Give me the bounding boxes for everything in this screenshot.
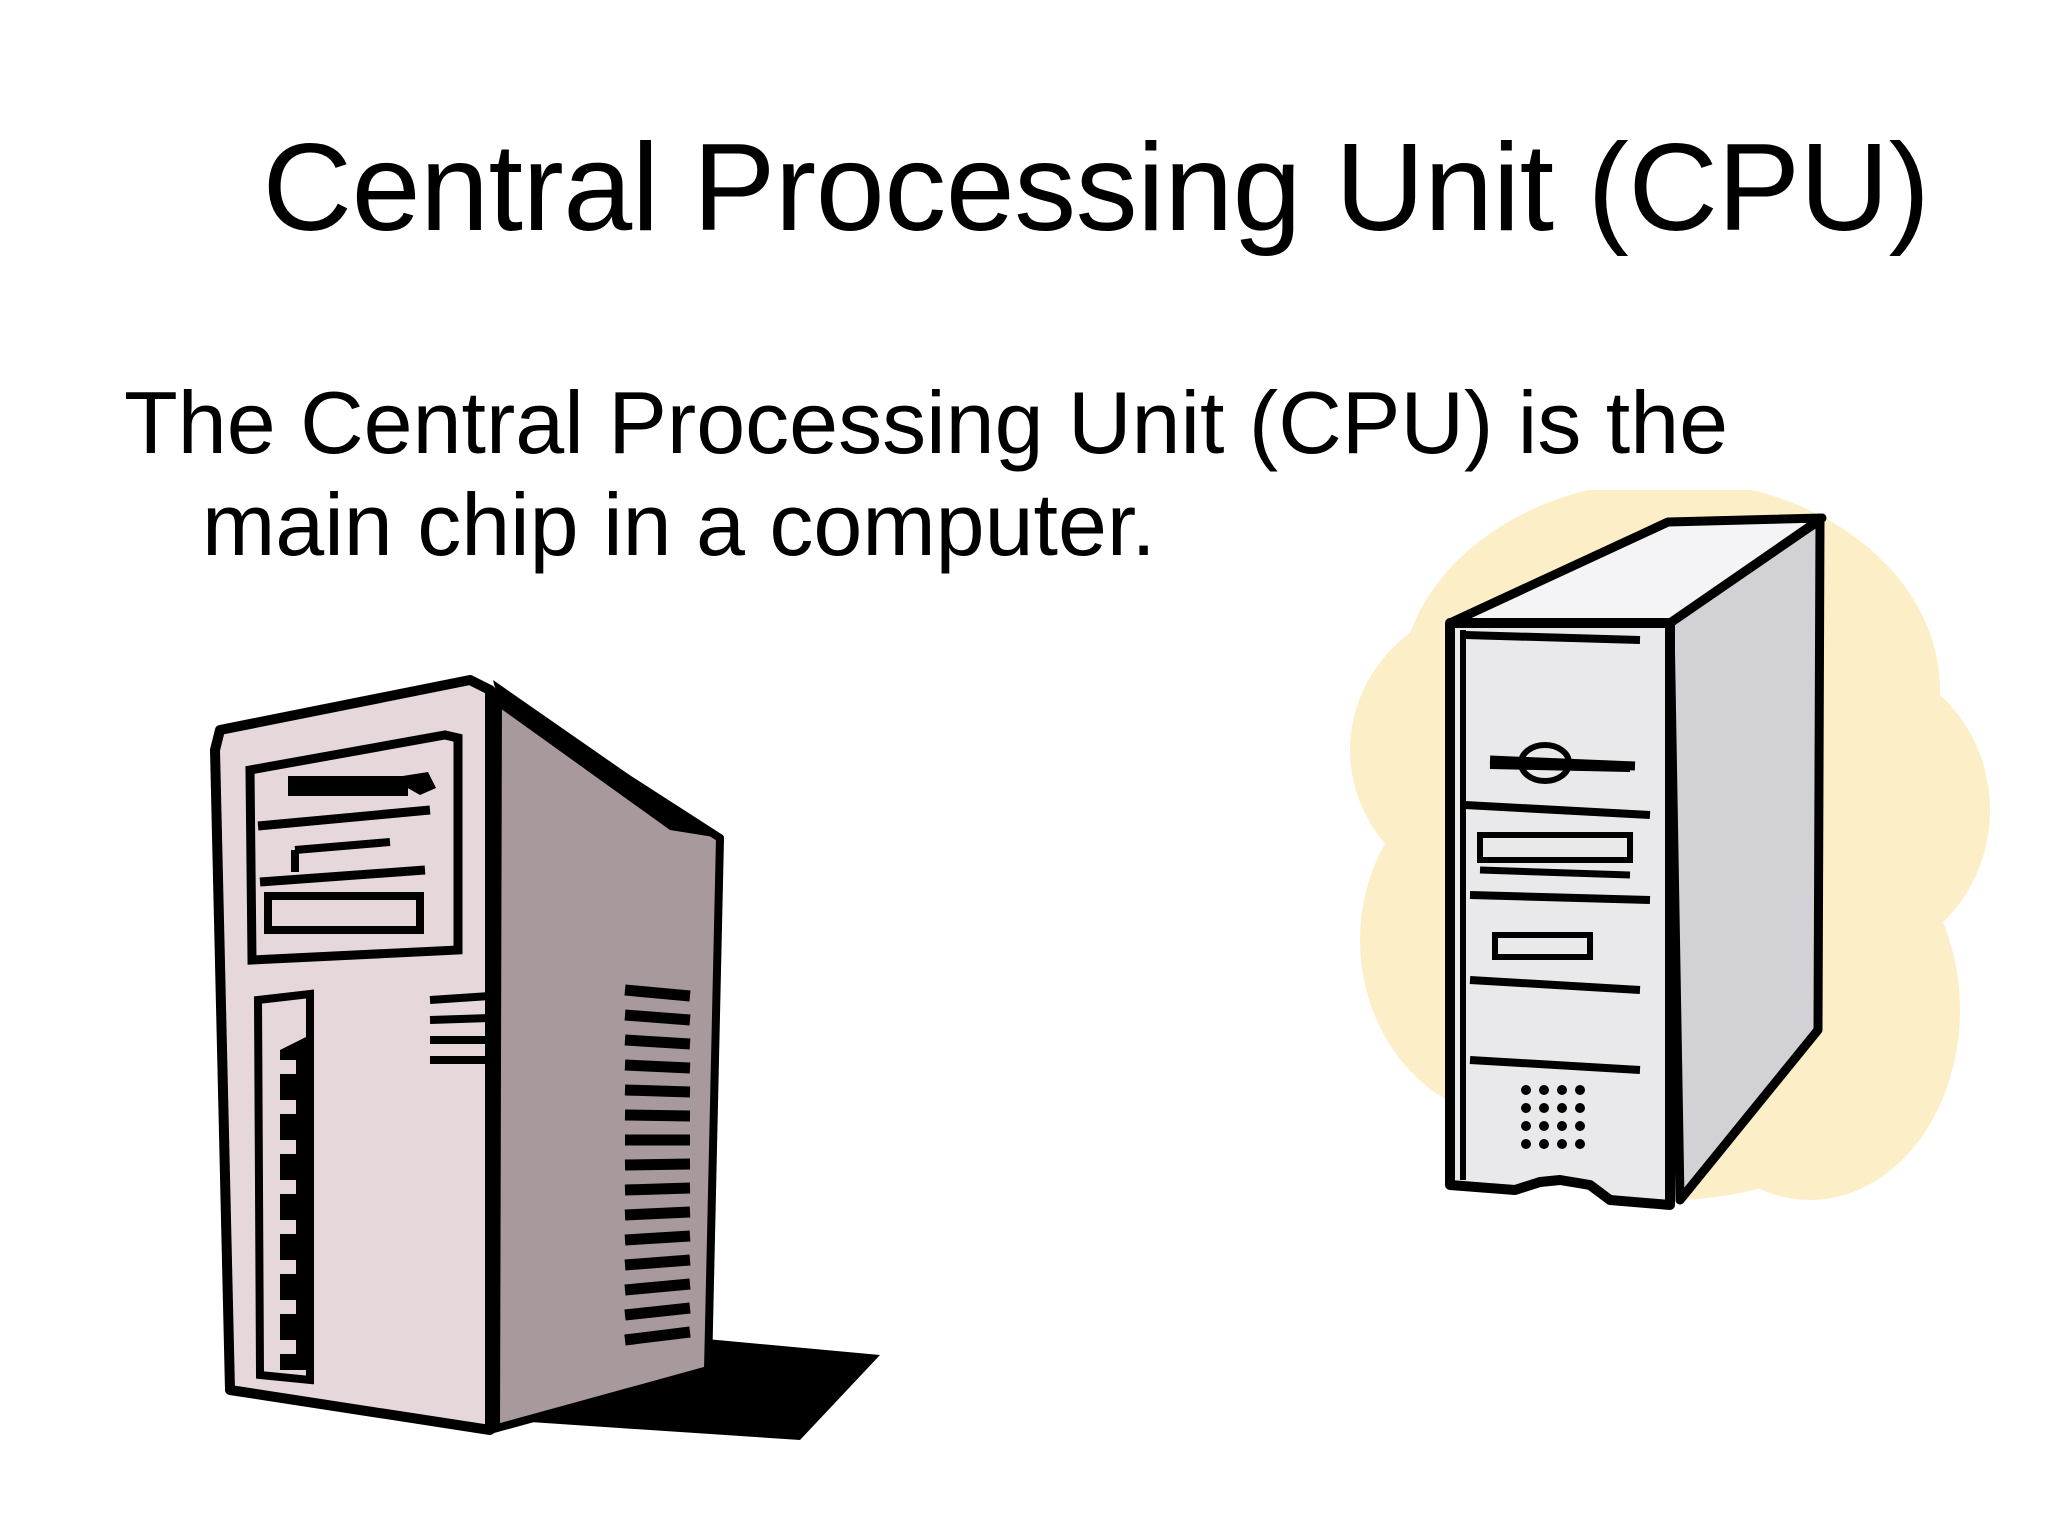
slide-body: The Central Processing Unit (CPU) is the… (124, 372, 1884, 576)
body-paragraph: The Central Processing Unit (CPU) is the… (124, 373, 1729, 574)
computer-tower-left-icon (210, 675, 880, 1440)
computer-tower-cloud-icon (1350, 490, 1990, 1210)
slide-title: Central Processing Unit (CPU) (262, 119, 1930, 257)
computer-tower-left-image (200, 660, 900, 1460)
computer-tower-right-image (1340, 490, 2000, 1230)
